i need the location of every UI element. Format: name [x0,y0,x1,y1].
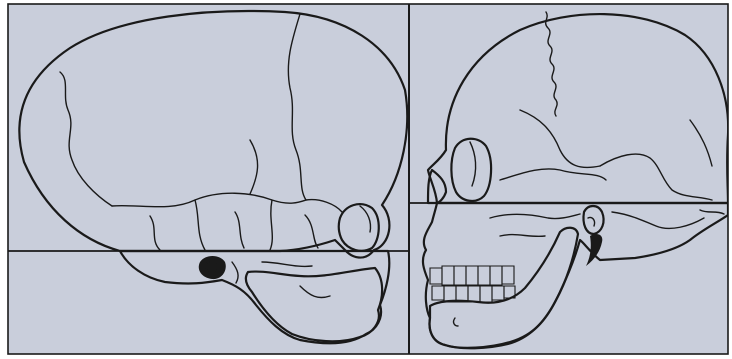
infant-panel-background [8,4,408,354]
adult-skull-panel [410,4,728,354]
panel-divider [408,4,410,354]
infant-skull-panel [8,4,408,354]
